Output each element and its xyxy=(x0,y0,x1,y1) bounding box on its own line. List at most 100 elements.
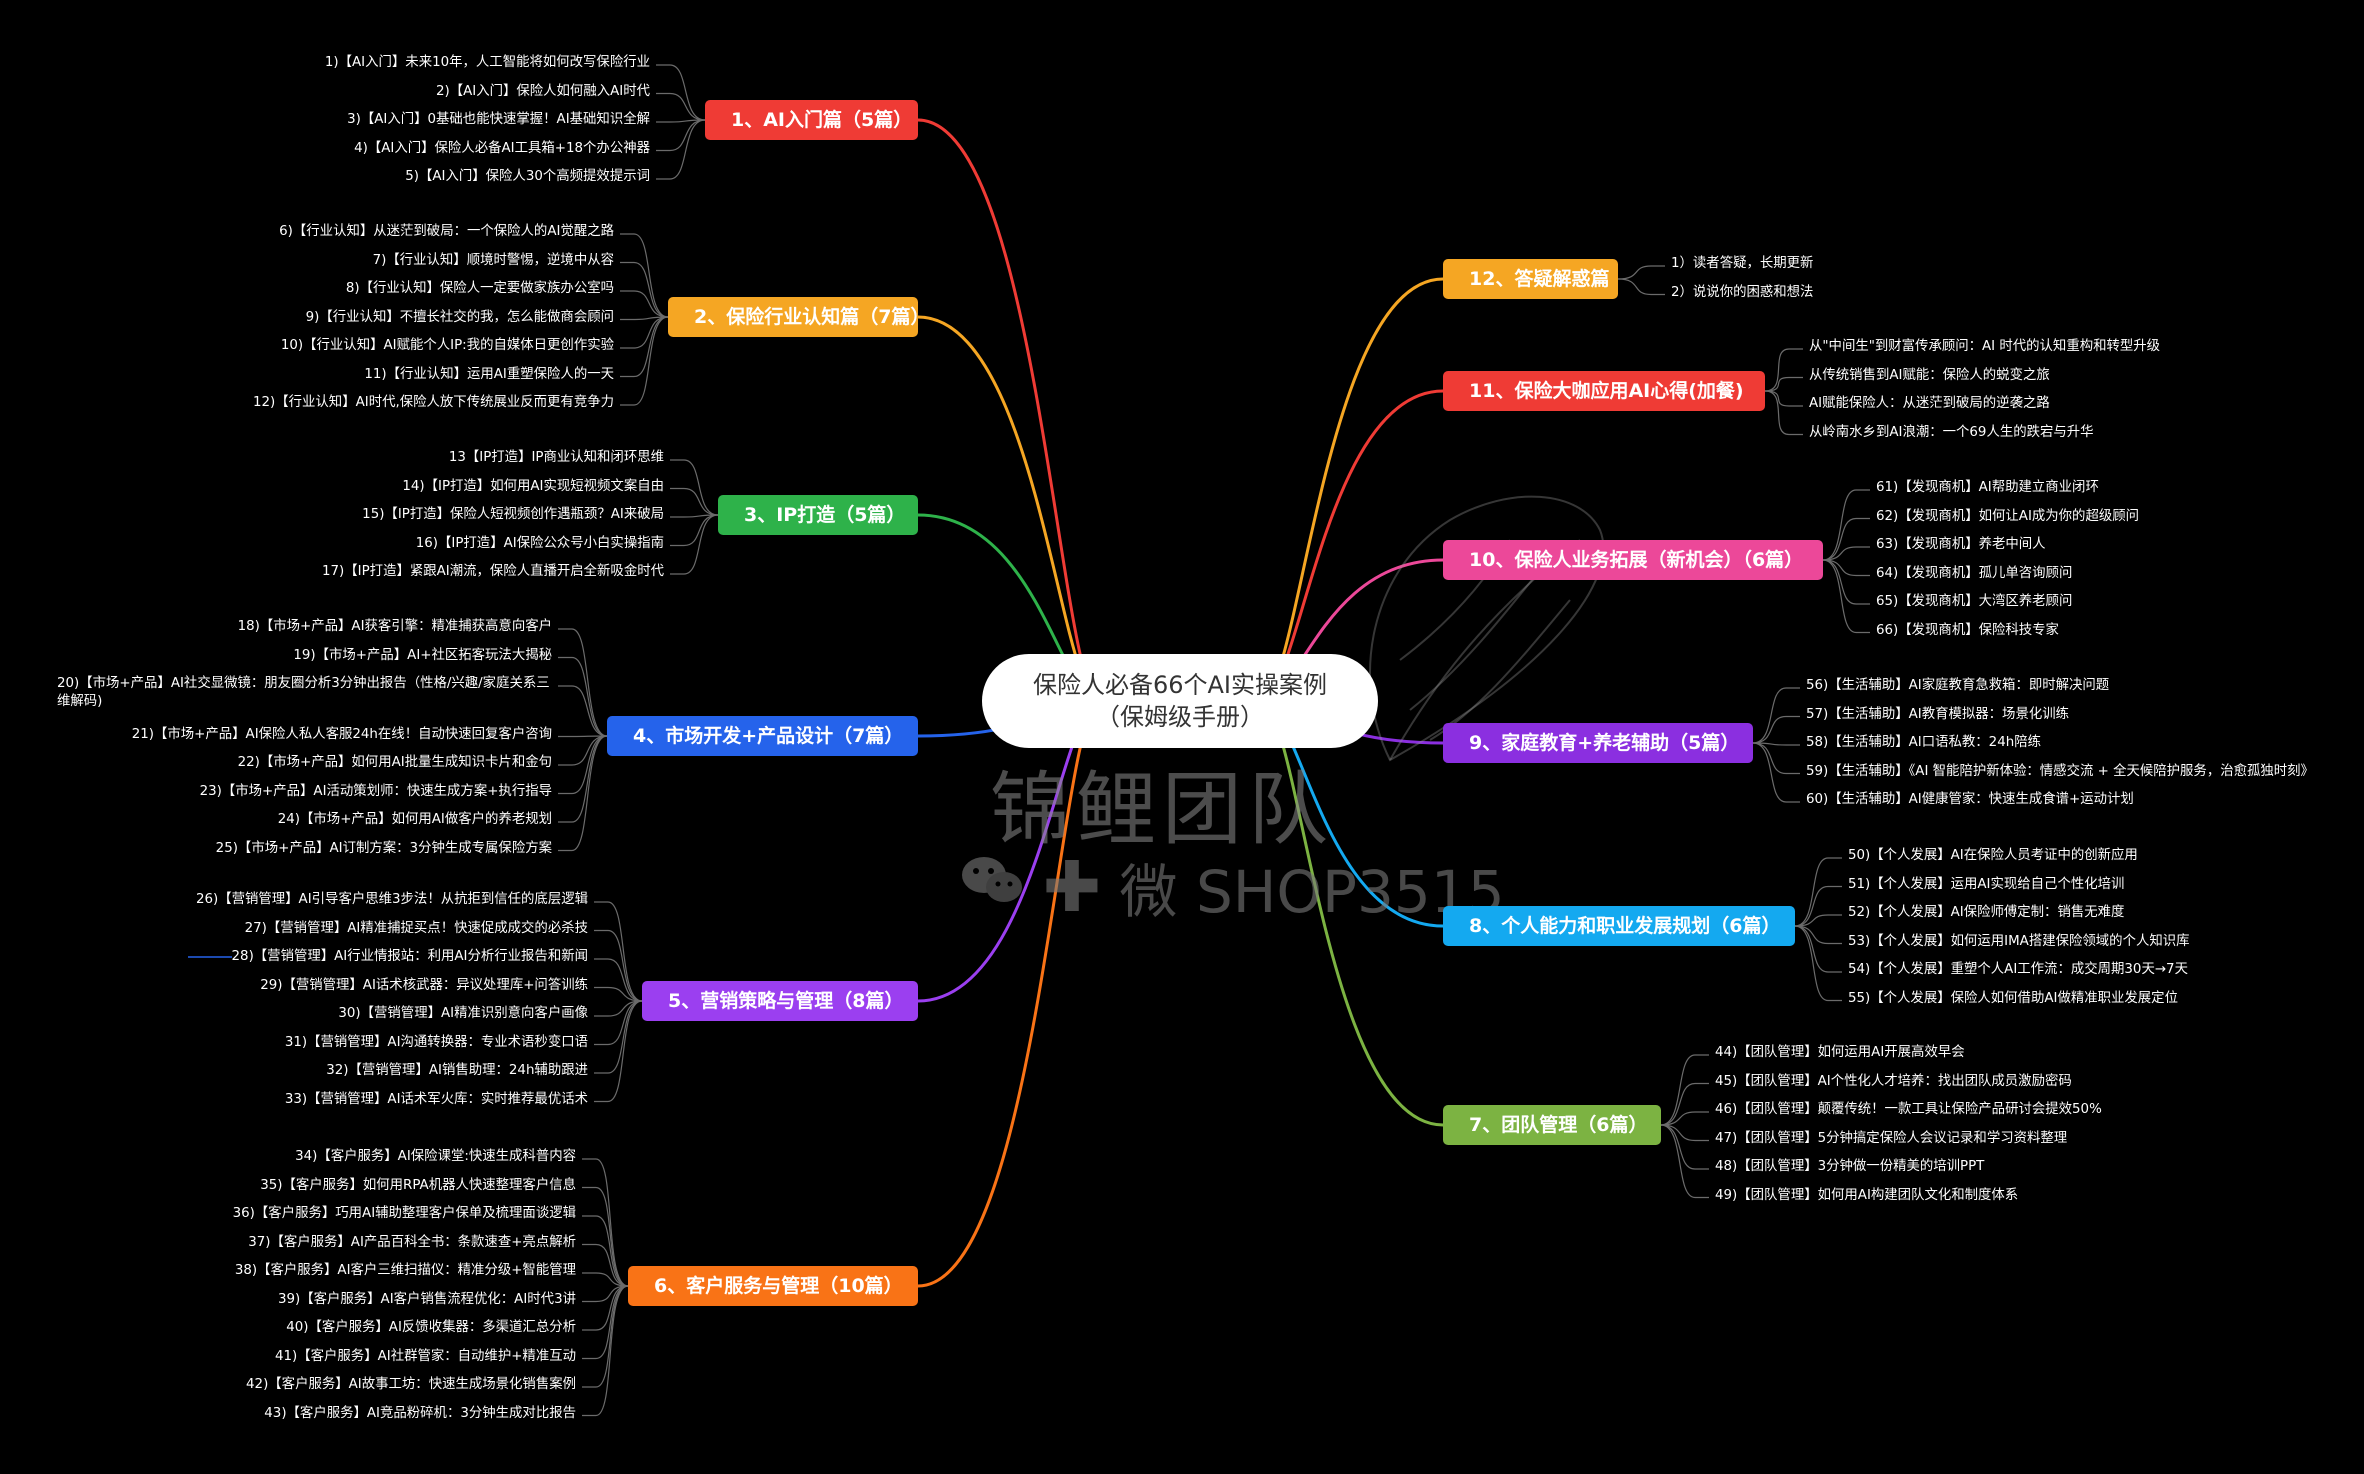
leaf-item[interactable]: 12)【行业认知】AI时代,保险人放下传统展业反而更有竞争力 xyxy=(252,395,614,410)
leaf-item[interactable]: 27)【营销管理】AI精准捕捉买点！快速促成成交的必杀技 xyxy=(244,920,588,936)
leaf-connector xyxy=(1752,742,1800,803)
leaf-item[interactable]: 63)【发现商机】养老中间人 xyxy=(1876,537,2046,552)
leaf-item[interactable]: 从岭南水乡到AI浪潮：一个69人生的跌宕与升华 xyxy=(1809,424,2094,440)
central-topic[interactable]: 保险人必备66个AI实操案例 （保姆级手册） xyxy=(982,654,1378,748)
topic-node-t10[interactable]: 10、保险人业务拓展（新机会）（6篇） xyxy=(1443,540,1823,580)
topic-node-t4[interactable]: 4、市场开发+产品设计（7篇） xyxy=(607,716,918,756)
leaf-item[interactable]: 28)【营销管理】AI行业情报站：利用AI分析行业报告和新闻 xyxy=(231,949,588,964)
leaf-item[interactable]: 62)【发现商机】如何让AI成为你的超级顾问 xyxy=(1876,508,2140,524)
leaf-connector xyxy=(1794,914,1842,927)
leaf-item[interactable]: 55)【个人发展】保险人如何借助AI做精准职业发展定位 xyxy=(1848,990,2178,1006)
leaf-item[interactable]: 11)【行业认知】运用AI重塑保险人的一天 xyxy=(364,366,614,382)
leaf-item[interactable]: 47)【团队管理】5分钟搞定保险人会议记录和学习资料整理 xyxy=(1715,1130,2068,1146)
leaf-item[interactable]: 41)【客户服务】AI社群管家：自动维护+精准互动 xyxy=(274,1348,576,1364)
leaf-connector xyxy=(1752,687,1800,744)
leaf-item[interactable]: 13【IP打造】IP商业认知和闭环思维 xyxy=(448,450,664,465)
leaf-item[interactable]: 32)【营销管理】AI销售助理：24h辅助跟进 xyxy=(326,1063,588,1078)
central-topic-subtitle: （保姆级手册） xyxy=(1096,703,1264,731)
leaf-item[interactable]: 23)【市场+产品】AI活动策划师：快速生成方案+执行指导 xyxy=(199,783,552,799)
leaf-item[interactable]: 36)【客户服务】巧用AI辅助整理客户保单及梳理面谈逻辑 xyxy=(232,1206,576,1221)
leaf-item[interactable]: 22)【市场+产品】如何用AI批量生成知识卡片和金句 xyxy=(237,755,552,770)
leaf-item[interactable]: 21)【市场+产品】AI保险人私人客服24h在线！自动快速回复客户咨询 xyxy=(131,726,552,742)
leaf-item[interactable]: 5)【AI入门】保险人30个高频提效提示词 xyxy=(405,169,650,184)
leaf-item[interactable]: 61)【发现商机】AI帮助建立商业闭环 xyxy=(1876,480,2099,495)
leaf-item[interactable]: 16)【IP打造】AI保险公众号小白实操指南 xyxy=(415,535,664,551)
leaf-item[interactable]: 18)【市场+产品】AI获客引擎：精准捕获高意向客户 xyxy=(237,619,552,634)
leaf-item[interactable]: 43)【客户服务】AI竞品粉碎机：3分钟生成对比报告 xyxy=(264,1405,576,1421)
topic-node-t6[interactable]: 6、客户服务与管理（10篇） xyxy=(628,1266,918,1306)
leaf-item[interactable]: 8)【行业认知】保险人一定要做家族办公室吗 xyxy=(345,281,614,296)
topic-node-t11[interactable]: 11、保险大咖应用AI心得(加餐) xyxy=(1443,371,1765,411)
leaf-item[interactable]: 50)【个人发展】AI在保险人员考证中的创新应用 xyxy=(1848,848,2138,863)
leaf-connector xyxy=(620,316,669,406)
leaf-connector xyxy=(670,487,719,516)
leaf-connector xyxy=(1794,925,1842,973)
leaf-item[interactable]: 35)【客户服务】如何用RPA机器人快速整理客户信息 xyxy=(260,1177,576,1193)
topic-node-t12[interactable]: 12、答疑解惑篇 xyxy=(1443,259,1618,299)
leaf-item[interactable]: 24)【市场+产品】如何用AI做客户的养老规划 xyxy=(277,812,552,827)
trunk-line-t7 xyxy=(1259,699,1444,1127)
leaf-item[interactable]: 9)【行业认知】不擅长社交的我，怎么能做商会顾问 xyxy=(305,309,614,325)
leaf-connector xyxy=(594,958,643,1002)
topic-node-t8[interactable]: 8、个人能力和职业发展规划（6篇） xyxy=(1443,906,1795,946)
leaf-item[interactable]: 59)【生活辅助】《AI 智能陪护新体验：情感交流 + 全天候陪护服务，治愈孤独… xyxy=(1806,763,2314,779)
leaf-item[interactable]: 57)【生活辅助】AI教育模拟器：场景化训练 xyxy=(1806,706,2070,722)
leaf-item[interactable]: 1)【AI入门】未来10年，人工智能将如何改写保险行业 xyxy=(324,55,650,70)
leaf-item[interactable]: 29)【营销管理】AI话术核武器：异议处理库+问答训练 xyxy=(260,977,588,993)
leaf-connector xyxy=(1660,1124,1709,1142)
leaf-item[interactable]: 17)【IP打造】紧跟AI潮流，保险人直播开启全新吸金时代 xyxy=(322,564,664,579)
leaf-item[interactable]: 2)【AI入门】保险人如何融入AI时代 xyxy=(435,83,650,99)
leaf-item[interactable]: 52)【个人发展】AI保险师傅定制：销售无难度 xyxy=(1848,905,2125,920)
leaf-item[interactable]: 53)【个人发展】如何运用IMA搭建保险领域的个人知识库 xyxy=(1848,933,2190,949)
topic-node-t9[interactable]: 9、家庭教育+养老辅助（5篇） xyxy=(1443,723,1753,763)
leaf-item[interactable]: 10)【行业认知】AI赋能个人IP:我的自媒体日更创作实验 xyxy=(280,338,614,353)
leaf-item[interactable]: 33)【营销管理】AI话术军火库：实时推荐最优话术 xyxy=(284,1091,588,1107)
leaf-item[interactable]: 从"中间生"到财富传承顾问：AI 时代的认知重构和转型升级 xyxy=(1809,339,2161,354)
leaf-item[interactable]: 14)【IP打造】如何用AI实现短视频文案自由 xyxy=(402,478,664,494)
leaf-item[interactable]: 7)【行业认知】顺境时警惕，逆境中从容 xyxy=(372,252,614,268)
leaf-item[interactable]: 26)【营销管理】AI引导客户思维3步法！从抗拒到信任的底层逻辑 xyxy=(195,892,588,907)
leaf-item[interactable]: 4)【AI入门】保险人必备AI工具箱+18个办公神器 xyxy=(354,140,650,156)
topic-node-t7[interactable]: 7、团队管理（6篇） xyxy=(1443,1105,1661,1145)
leaf-item[interactable]: 20)【市场+产品】AI社交显微镜：朋友圈分析3分钟出报告（性格/兴趣/家庭关系… xyxy=(57,676,550,709)
leaf-item[interactable]: 45)【团队管理】AI个性化人才培养：找出团队成员激励密码 xyxy=(1715,1073,2072,1089)
leaf-item[interactable]: 3)【AI入门】0基础也能快速掌握！AI基础知识全解 xyxy=(347,112,650,127)
leaf-item[interactable]: 15)【IP打造】保险人短视频创作遇瓶颈？AI来破局 xyxy=(362,507,664,522)
leaf-item[interactable]: 6)【行业认知】从迷茫到破局：一个保险人的AI觉醒之路 xyxy=(279,224,614,239)
leaf-item[interactable]: 51)【个人发展】运用AI实现给自己个性化培训 xyxy=(1848,876,2125,892)
leaf-item[interactable]: 46)【团队管理】颠覆传统！一款工具让保险产品研讨会提效50% xyxy=(1715,1102,2102,1117)
leaf-item[interactable]: 39)【客户服务】AI客户销售流程优化：AI时代3讲 xyxy=(277,1291,576,1307)
leaf-item[interactable]: 42)【客户服务】AI故事工坊：快速生成场景化销售案例 xyxy=(246,1377,576,1392)
leaf-item[interactable]: 56)【生活辅助】AI家庭教育急救箱：即时解决问题 xyxy=(1806,678,2110,693)
leaf-item[interactable]: 30)【营销管理】AI精准识别意向客户画像 xyxy=(338,1006,588,1021)
leaf-item[interactable]: 19)【市场+产品】AI+社区拓客玩法大揭秘 xyxy=(293,647,552,663)
leaf-item[interactable]: AI赋能保险人：从迷茫到破局的逆袭之路 xyxy=(1809,396,2050,411)
leaf-item[interactable]: 从传统销售到AI赋能：保险人的蜕变之旅 xyxy=(1809,367,2050,383)
leaf-item[interactable]: 40)【客户服务】AI反馈收集器：多渠道汇总分析 xyxy=(286,1320,576,1335)
leaf-connector xyxy=(620,233,669,318)
leaf-item[interactable]: 31)【营销管理】AI沟通转换器：专业术语秒变口语 xyxy=(284,1034,588,1050)
topic-node-t3[interactable]: 3、IP打造（5篇） xyxy=(718,495,918,535)
leaf-item[interactable]: 37)【客户服务】AI产品百科全书：条款速查+亮点解析 xyxy=(248,1234,576,1250)
leaf-connector xyxy=(1794,857,1842,927)
leaf-connector xyxy=(656,92,706,121)
leaf-item[interactable]: 66)【发现商机】保险科技专家 xyxy=(1876,622,2059,638)
leaf-item[interactable]: 58)【生活辅助】AI口语私教：24h陪练 xyxy=(1806,735,2041,750)
leaf-item[interactable]: 49)【团队管理】如何用AI构建团队文化和制度体系 xyxy=(1715,1187,2019,1203)
leaf-item[interactable]: 25)【市场+产品】AI订制方案：3分钟生成专属保险方案 xyxy=(215,840,552,856)
leaf-item[interactable]: 60)【生活辅助】AI健康管家：快速生成食谱+运动计划 xyxy=(1806,792,2134,807)
topic-node-t1[interactable]: 1、AI入门篇（5篇） xyxy=(705,100,918,140)
leaf-item[interactable]: 64)【发现商机】孤儿单咨询顾问 xyxy=(1876,565,2073,581)
leaf-item[interactable]: 34)【客户服务】AI保险课堂:快速生成科普内容 xyxy=(295,1149,576,1164)
leaf-item[interactable]: 54)【个人发展】重塑个人AI工作流：成交周期30天→7天 xyxy=(1848,962,2188,977)
leaf-item[interactable]: 38)【客户服务】AI客户三维扫描仪：精准分级+智能管理 xyxy=(234,1263,576,1278)
topic-node-t2[interactable]: 2、保险行业认知篇（7篇） xyxy=(668,297,929,337)
leaf-item[interactable]: 44)【团队管理】如何运用AI开展高效早会 xyxy=(1715,1045,1965,1060)
leaf-item[interactable]: 48)【团队管理】3分钟做一份精美的培训PPT xyxy=(1715,1159,1985,1174)
leaf-item[interactable]: 1）读者答疑，长期更新 xyxy=(1671,256,1814,271)
leaf-item[interactable]: 2）说说你的困惑和想法 xyxy=(1671,284,1814,300)
leaf-item[interactable]: 65)【发现商机】大湾区养老顾问 xyxy=(1876,594,2073,609)
topic-node-t5[interactable]: 5、营销策略与管理（8篇） xyxy=(642,981,918,1021)
leaf-connector xyxy=(1660,1054,1709,1126)
leaf-connector xyxy=(582,1285,629,1417)
